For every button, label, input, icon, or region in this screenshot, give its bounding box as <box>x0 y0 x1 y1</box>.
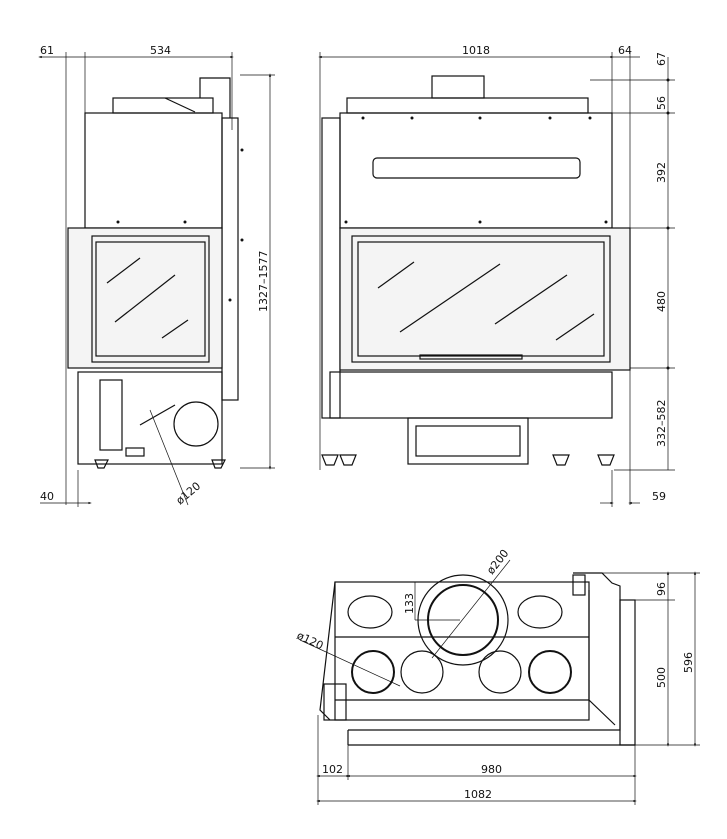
dim-top-flue: 67 <box>655 52 668 66</box>
dim-width: 1018 <box>462 44 490 57</box>
dim-base-height-range: 332–582 <box>655 400 668 448</box>
dim-top-width: 980 <box>481 763 502 776</box>
front-view: 1018 64 67 56 392 480 332–582 59 <box>318 44 675 507</box>
dim-main-flue-diameter: ø200 <box>484 547 511 577</box>
dim-total-depth: 596 <box>682 652 695 673</box>
side-view: 61 534 ø120 1327–1577 40 <box>38 44 275 508</box>
dim-side-offset: 64 <box>618 44 632 57</box>
dim-foot-offset-right: 59 <box>652 490 666 503</box>
dim-outlet-diameter: ø120 <box>295 629 326 653</box>
dim-height-range: 1327–1577 <box>257 251 270 313</box>
dim-upper-body: 392 <box>655 162 668 183</box>
dim-total-width: 1082 <box>464 788 492 801</box>
dim-flue-offset: 133 <box>403 593 416 614</box>
dim-offset-left: 61 <box>40 44 54 57</box>
dim-side-step: 96 <box>655 582 668 596</box>
dim-left-offset: 102 <box>322 763 343 776</box>
dim-top-depth: 500 <box>655 667 668 688</box>
dim-top-rail: 56 <box>655 96 668 110</box>
dim-door-height: 480 <box>655 291 668 312</box>
dim-foot-offset-left: 40 <box>40 490 54 503</box>
dim-depth: 534 <box>150 44 171 57</box>
dim-side-flue-diameter: ø120 <box>174 480 204 508</box>
top-view: 133 ø200 ø120 96 500 596 102 980 1082 <box>295 547 700 805</box>
